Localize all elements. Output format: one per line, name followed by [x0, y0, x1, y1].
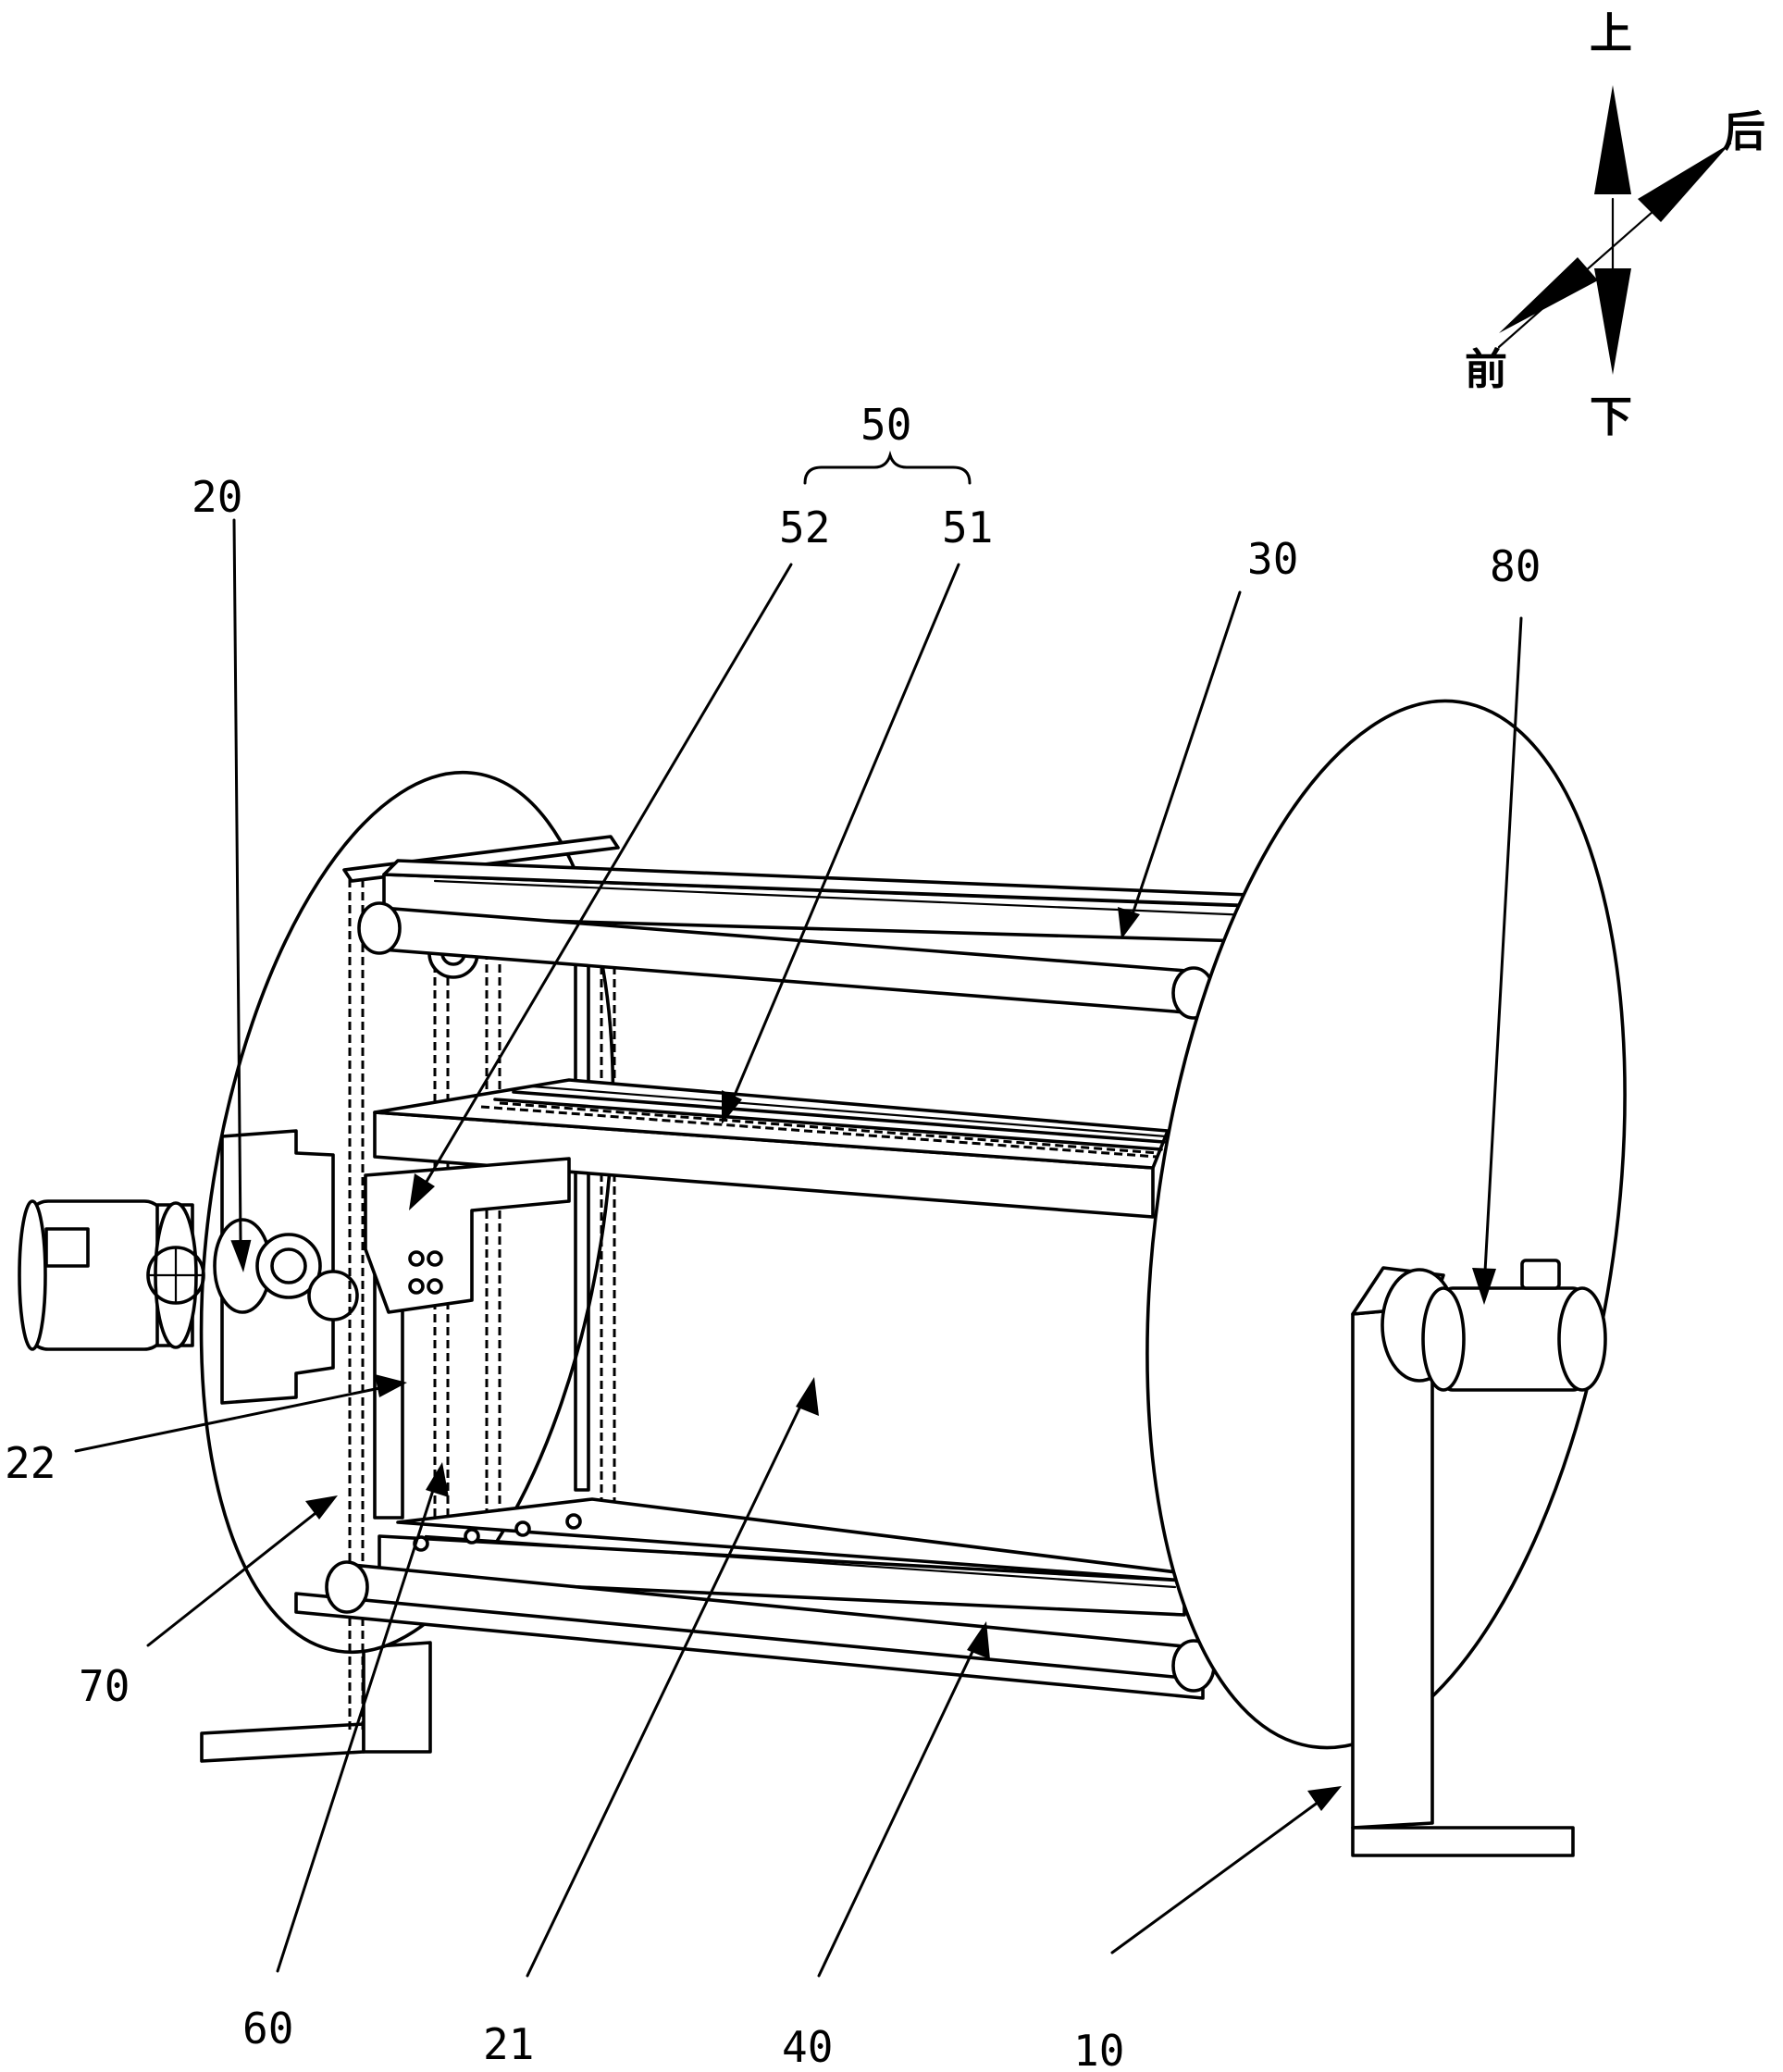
label-70: 70 — [79, 1661, 130, 1711]
left-motor — [18, 1199, 205, 1351]
label-60: 60 — [242, 2004, 293, 2053]
compass-up-label: 上 — [1590, 8, 1632, 58]
arrow-down-icon — [1594, 268, 1631, 375]
label-20: 20 — [192, 472, 242, 522]
label-30: 30 — [1247, 534, 1298, 584]
label-22: 22 — [5, 1438, 56, 1488]
label-10: 10 — [1073, 2026, 1124, 2072]
label-51: 51 — [942, 502, 993, 552]
middle-tray — [373, 1078, 1170, 1219]
direction-compass: 上 后 前 下 — [1465, 8, 1765, 441]
left-base-foot — [200, 1641, 432, 1763]
motor-bracket — [213, 1129, 359, 1405]
leader-lines — [74, 450, 1523, 1978]
label-40: 40 — [782, 2022, 833, 2072]
right-disc — [1145, 699, 1627, 1750]
right-motor — [1381, 1259, 1607, 1392]
arrow-up-icon — [1594, 85, 1631, 194]
arrow-front-icon — [1499, 257, 1598, 333]
label-80: 80 — [1490, 541, 1541, 591]
compass-front-label: 前 — [1465, 344, 1507, 394]
arrow-back-icon — [1638, 143, 1730, 222]
label-52: 52 — [779, 502, 830, 552]
label-21: 21 — [483, 2019, 534, 2069]
reference-labels: 50 52 51 20 30 80 22 70 60 21 40 10 — [5, 400, 1541, 2072]
compass-down-label: 下 — [1590, 391, 1632, 441]
label-50: 50 — [861, 400, 911, 450]
compass-back-label: 后 — [1723, 106, 1765, 156]
